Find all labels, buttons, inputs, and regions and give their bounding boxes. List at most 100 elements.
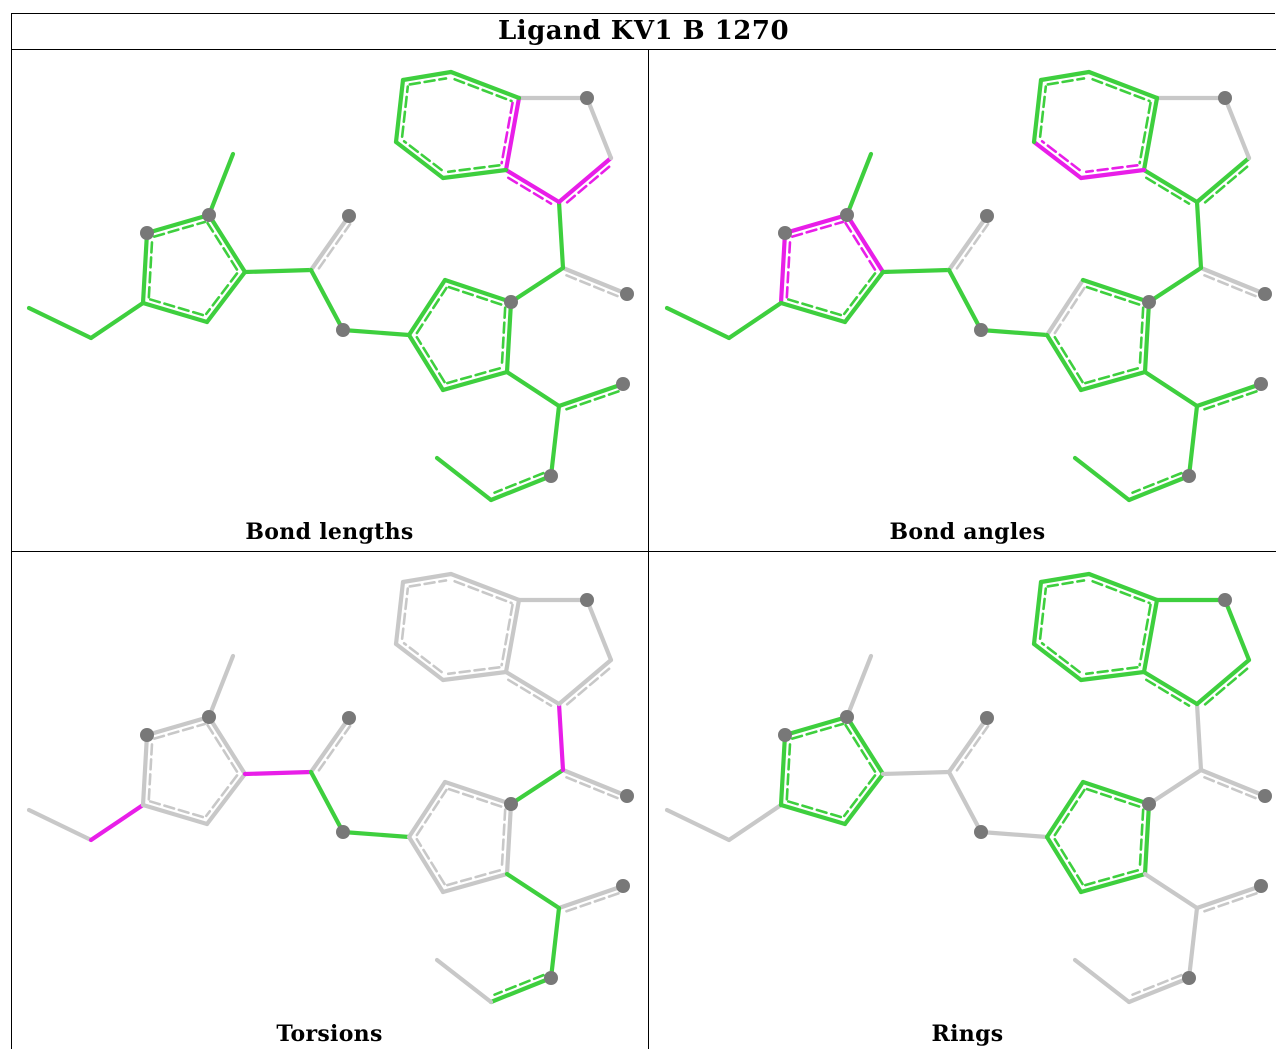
bond [1044,277,1086,338]
molecule-bond-lengths [26,69,634,503]
bond [415,837,446,886]
atom-sphere [1254,879,1268,893]
bond [400,587,410,640]
caption-rings: Rings [931,1021,1004,1047]
atom-sphere [980,711,994,725]
bond [408,579,448,588]
bond [1044,834,1084,895]
bond [434,957,494,1005]
bond [406,277,448,338]
molecule-rings [664,571,1272,1005]
bond [147,238,154,299]
atom-sphere [616,377,630,391]
bond [144,212,212,236]
bond [1091,77,1151,103]
bond [1141,597,1160,675]
bond [955,724,990,772]
bond [206,151,236,218]
bond [1126,975,1192,1005]
bond [140,802,210,827]
bond [1031,77,1044,145]
bond [778,230,788,306]
caption-bond-lengths: Bond lengths [245,519,414,545]
bond [1142,299,1152,375]
bond [1038,69,1092,83]
bond [1194,199,1204,271]
bond [393,77,406,145]
bond [206,723,239,774]
bond [402,139,443,172]
bond [1091,579,1151,605]
bond [503,95,522,173]
bond [1078,167,1147,181]
atom-sphere [580,91,594,105]
bond [1083,869,1140,887]
bond [446,163,501,174]
bond [1031,641,1084,683]
bond [140,300,210,325]
bond [1078,369,1148,393]
bond [506,176,553,205]
bond [1126,473,1192,503]
bond [1142,801,1152,877]
bond [488,975,554,1005]
bond [842,272,877,316]
bond [1072,957,1132,1005]
bond [400,85,410,138]
atom-sphere [504,797,518,811]
atom-sphere [140,728,154,742]
molecule-bond-angles [664,69,1272,503]
bond [1085,285,1143,307]
bond [844,653,874,720]
caption-bond-angles: Bond angles [889,519,1046,545]
bond [447,285,505,307]
bond [1203,274,1259,299]
bond [1141,167,1200,205]
bond [726,802,784,843]
bond [317,724,352,772]
bond [1142,871,1200,911]
bond [1131,973,1183,996]
bond [340,327,412,338]
bond [504,369,562,409]
bond [1144,176,1191,205]
bond [565,666,612,706]
bond [500,808,507,869]
bond [1194,883,1264,911]
bond [782,212,850,236]
bond [1053,837,1084,886]
bond [506,678,553,707]
panel-bond-angles [649,50,1276,550]
bond [1203,891,1259,913]
panel-bond-lengths [11,50,648,550]
atom-sphere [544,971,558,985]
bond [503,167,562,205]
bond [1203,164,1250,204]
bond [785,238,792,299]
bond [26,807,94,843]
bond [400,571,454,585]
bond [1222,597,1252,663]
bond [1142,369,1200,409]
bond [880,267,952,275]
bond [1031,139,1084,181]
atom-sphere [840,710,854,724]
bond [204,269,248,325]
bond [1086,571,1160,603]
atom-sphere [202,208,216,222]
bond [1078,871,1148,895]
bond [560,265,630,297]
bond [440,669,509,683]
bond [778,802,848,827]
atom-sphere [1254,377,1268,391]
bond [565,164,612,204]
table-frame [11,13,1275,1049]
bond [408,77,448,86]
bond [978,829,1050,840]
atom-sphere [580,593,594,607]
bond [442,277,514,305]
atom-sphere [1142,295,1156,309]
bond [1044,332,1084,393]
atom-sphere [974,825,988,839]
bond [152,220,207,238]
